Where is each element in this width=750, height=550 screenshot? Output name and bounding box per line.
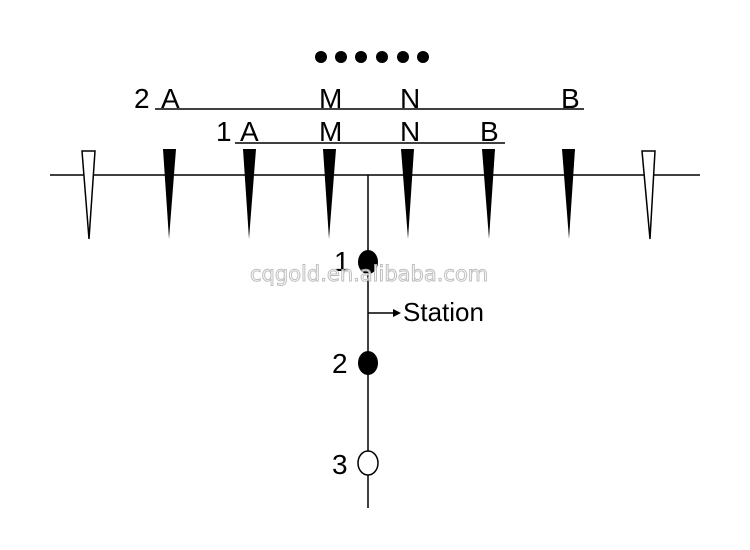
electrode-stake-filled — [163, 149, 176, 239]
electrode-stake-filled — [562, 149, 575, 239]
row-1-index: 1 — [216, 116, 232, 147]
electrode-stake-hollow — [81, 150, 96, 240]
row-1-electrode-m: M — [319, 116, 342, 147]
dot — [397, 51, 409, 63]
electrode-stake-filled — [243, 149, 256, 239]
row-2-electrode-n: N — [400, 83, 420, 114]
dot — [376, 51, 388, 63]
station-label-3: 3 — [332, 449, 348, 480]
row-2-electrode-b: B — [561, 83, 580, 114]
array-row-1: 1 A M N B — [216, 116, 505, 147]
row-1-electrode-n: N — [400, 116, 420, 147]
row-1-electrode-b: B — [480, 116, 499, 147]
station-pointer: Station — [368, 297, 484, 327]
station-point-filled — [358, 250, 378, 274]
electrode-stake-filled — [323, 149, 336, 239]
watermark: cqgold.en.alibaba.com — [250, 262, 488, 286]
station-point-filled — [358, 351, 378, 375]
electrode-stake-filled — [401, 149, 414, 239]
arrow-head-icon — [393, 309, 401, 317]
dot — [335, 51, 347, 63]
stations: 1 2 3 — [332, 246, 379, 480]
row-2-electrode-m: M — [319, 83, 342, 114]
electrode-stake-filled — [482, 149, 495, 239]
dot — [315, 51, 327, 63]
station-label-1: 1 — [334, 246, 350, 277]
row-2-index: 2 — [134, 83, 150, 114]
dots-row — [315, 51, 429, 63]
dot — [355, 51, 367, 63]
row-2-electrode-a: A — [161, 83, 180, 114]
station-label-2: 2 — [332, 348, 348, 379]
row-1-electrode-a: A — [240, 116, 259, 147]
electrode-stake-hollow — [641, 150, 656, 240]
dot — [417, 51, 429, 63]
electrode-stakes — [81, 149, 656, 240]
array-row-2: 2 A M N B — [134, 83, 584, 114]
station-text: Station — [403, 297, 484, 327]
station-point-hollow — [357, 450, 379, 476]
